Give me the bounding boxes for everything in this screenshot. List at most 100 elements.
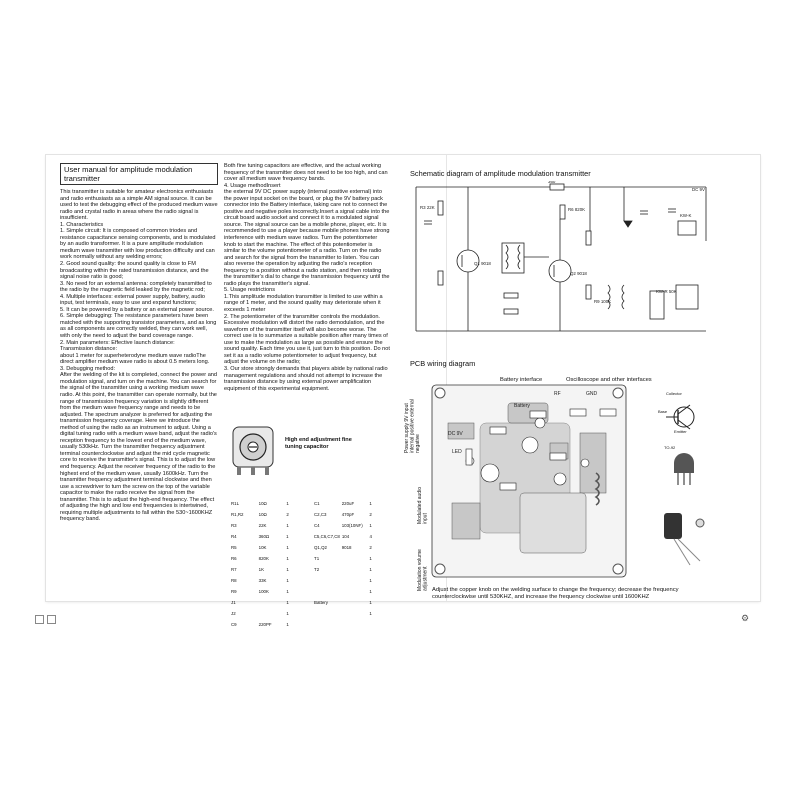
- schematic-q1-label: Q1 9018: [474, 261, 491, 266]
- schematic-r6-label: R6 820K: [568, 207, 585, 212]
- manual-title: User manual for amplitude modulation tra…: [60, 163, 218, 185]
- parts-cell: C1: [314, 501, 320, 506]
- pcb-battery-interface-label: Battery interface: [500, 377, 543, 383]
- parts-cell: 10Ω: [258, 512, 267, 517]
- parts-row: R8 33K 1 1: [229, 578, 395, 589]
- parts-cell: T2: [314, 567, 320, 572]
- parts-cell: 2: [286, 512, 289, 517]
- next-page-icon[interactable]: [47, 615, 56, 624]
- parts-cell: Battery: [314, 600, 328, 605]
- parts-cell: 1: [369, 567, 372, 572]
- pcb-oscilloscope-label: Oscilloscope and other interfaces: [566, 377, 652, 383]
- parts-cell: R5: [231, 545, 237, 550]
- parts-cell: R4: [231, 534, 237, 539]
- parts-cell: 2: [369, 512, 372, 517]
- parts-cell: [312, 578, 340, 589]
- parts-row: J1 1 Battery 1: [229, 600, 395, 611]
- parts-cell: [340, 600, 368, 611]
- parts-cell: [257, 600, 285, 611]
- parts-cell: 1: [369, 556, 372, 561]
- parts-cell: R1,R2: [231, 512, 244, 517]
- collector-label: Collector: [666, 391, 682, 396]
- parts-cell: 1: [369, 578, 372, 583]
- parts-cell: 1: [286, 589, 289, 594]
- parts-cell: 104: [341, 534, 350, 539]
- pcb-dc9v-text: DC 9V: [448, 431, 463, 437]
- parts-cell: [340, 567, 368, 578]
- parts-cell: 1: [286, 567, 289, 572]
- pcb-power-label: Power supply 9V input internal positive …: [404, 399, 421, 453]
- parts-cell: [340, 589, 368, 600]
- parts-cell: 1: [286, 534, 289, 539]
- parts-cell: J1: [231, 600, 236, 605]
- schematic-title: Schematic diagram of amplitude modulatio…: [410, 169, 591, 178]
- parts-cell: 1: [286, 523, 289, 528]
- parts-cell: 10Ω: [258, 501, 267, 506]
- parts-cell: R7: [231, 567, 237, 572]
- parts-cell: 10K: [258, 545, 267, 550]
- base-label: Base: [658, 409, 668, 414]
- schematic-vr-label: KW-R 50K: [656, 289, 677, 294]
- parts-cell: 2: [369, 545, 372, 550]
- parts-cell: 1: [369, 600, 372, 605]
- parts-cell: 1: [286, 578, 289, 583]
- manual-sheet: User manual for amplitude modulation tra…: [46, 155, 760, 627]
- parts-cell: R9: [231, 589, 237, 594]
- viewer-bottom-bar: ⚙: [35, 613, 763, 625]
- parts-cell: R3: [231, 523, 237, 528]
- parts-cell: 4: [369, 534, 372, 539]
- parts-cell: R6: [231, 556, 237, 561]
- schematic-r4-label: 360: [548, 181, 556, 184]
- schematic-batt-label: DC 9V: [692, 187, 705, 192]
- parts-row: J2 1 1: [229, 611, 395, 622]
- schematic-kk-label: KW-K: [680, 213, 691, 218]
- parts-cell: 33K: [258, 578, 267, 583]
- parts-cell: 360Ω: [258, 534, 270, 539]
- parts-cell: 1: [286, 611, 289, 616]
- pcb-volume-label: Modulation volume adjustment: [417, 549, 429, 591]
- parts-cell: 820K: [258, 556, 269, 561]
- pcb-led-text: LED: [452, 449, 462, 455]
- schematic-diagram: 360 Q1 9018 Q2 9018 KW-K KW-R 50K DC 9V …: [415, 181, 707, 332]
- parts-cell: 9018: [341, 545, 352, 550]
- parts-cell: 100K: [258, 589, 269, 594]
- parts-cell: 470pF: [341, 512, 355, 517]
- parts-cell: 1: [286, 622, 289, 627]
- parts-cell: 1: [369, 589, 372, 594]
- parts-cell: R1L: [231, 501, 240, 506]
- zoom-icon[interactable]: ⚙: [741, 613, 750, 623]
- pcb-gnd-text: GND: [586, 391, 598, 397]
- parts-cell: [312, 589, 340, 600]
- parts-cell: 22K: [258, 523, 267, 528]
- parts-cell: C5,C6,C7,C8: [313, 534, 340, 539]
- parts-row: R7 1K 1 T2 1: [229, 567, 395, 578]
- parts-row: R9 100K 1 1: [229, 589, 395, 600]
- pcb-title: PCB wiring diagram: [410, 359, 476, 368]
- parts-cell: 1: [369, 611, 372, 616]
- parts-cell: 1K: [258, 567, 265, 572]
- schematic-r3-label: R3 22K: [420, 205, 435, 210]
- parts-cell: [340, 578, 368, 589]
- emitter-label: Emitter: [674, 429, 687, 434]
- transistor-pinout: [664, 404, 705, 566]
- page-fold: [446, 155, 447, 601]
- parts-cell: 220uF: [341, 501, 355, 506]
- parts-cell: C9: [231, 622, 237, 627]
- parts-cell: [340, 556, 368, 567]
- parts-cell: J2: [231, 611, 236, 616]
- pcb-board: Battery DC 9V LED RF GND: [431, 384, 627, 578]
- manual-column-1: User manual for amplitude modulation tra…: [60, 163, 218, 523]
- prev-page-icon[interactable]: [35, 615, 44, 624]
- parts-cell: C4: [314, 523, 320, 528]
- parts-cell: R8: [231, 578, 237, 583]
- parts-cell: 1: [286, 600, 289, 605]
- parts-cell: 103(10NF): [341, 523, 363, 528]
- pcb-caption: Adjust the copper knob on the welding su…: [432, 587, 679, 600]
- parts-cell: 1: [286, 556, 289, 561]
- parts-cell: 1: [286, 545, 289, 550]
